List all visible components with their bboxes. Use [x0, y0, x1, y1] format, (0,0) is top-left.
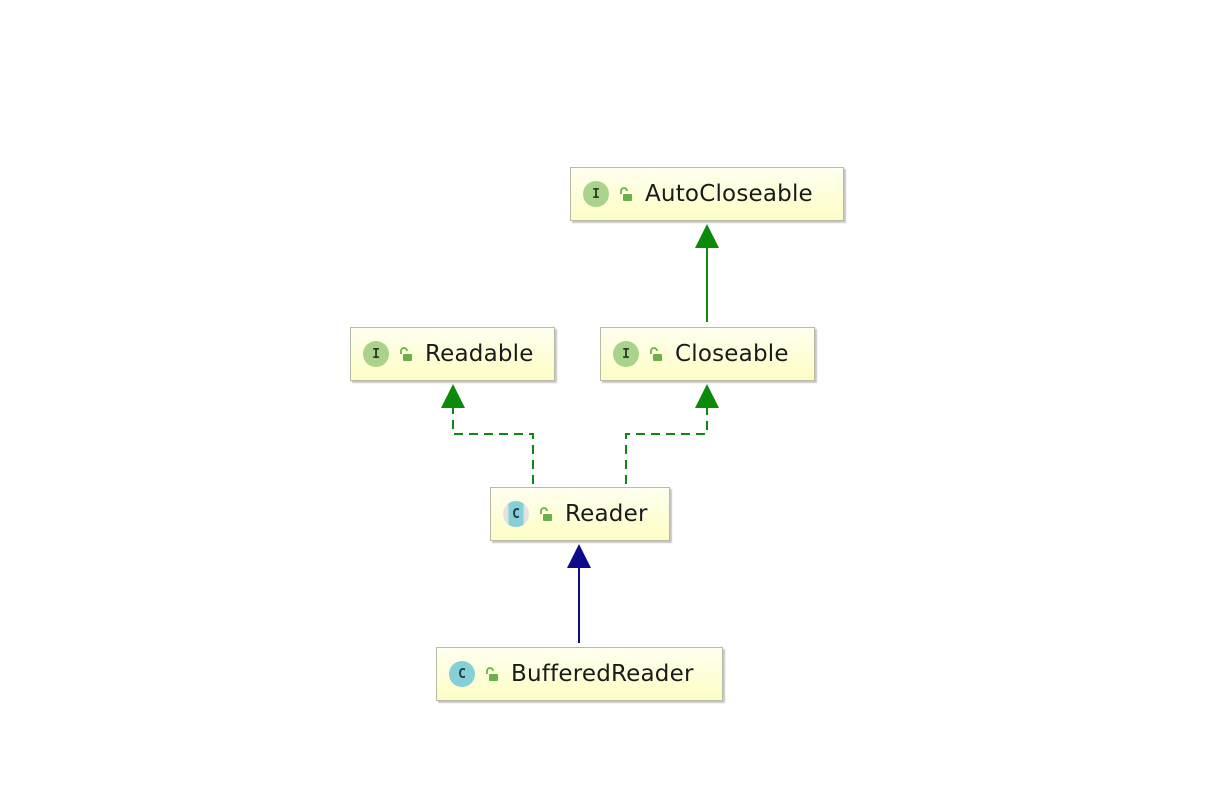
edge-reader-implements-closeable — [625, 408, 708, 484]
node-closeable[interactable]: I Closeable — [600, 327, 815, 381]
node-readable[interactable]: I Readable — [350, 327, 555, 381]
node-label: BufferedReader — [511, 661, 694, 687]
abstract-class-icon: C — [503, 501, 529, 527]
unlocked-padlock-icon — [540, 507, 552, 521]
node-autocloseable[interactable]: I AutoCloseable — [570, 167, 844, 221]
class-icon: C — [449, 661, 475, 687]
node-label: AutoCloseable — [645, 181, 813, 207]
interface-icon: I — [613, 341, 639, 367]
unlocked-padlock-icon — [650, 347, 662, 361]
node-bufferedreader[interactable]: C BufferedReader — [436, 647, 723, 701]
arrowhead-readable — [441, 384, 465, 408]
node-label: Closeable — [675, 341, 789, 367]
arrowhead-closeable — [695, 384, 719, 408]
arrowhead-reader — [567, 544, 591, 568]
edge-reader-implements-readable — [452, 408, 534, 484]
node-label: Readable — [425, 341, 534, 367]
node-label: Reader — [565, 501, 648, 527]
unlocked-padlock-icon — [400, 347, 412, 361]
arrowhead-autocloseable — [695, 224, 719, 248]
interface-icon: I — [363, 341, 389, 367]
node-reader[interactable]: C Reader — [490, 487, 670, 541]
interface-icon: I — [583, 181, 609, 207]
unlocked-padlock-icon — [620, 187, 632, 201]
unlocked-padlock-icon — [486, 667, 498, 681]
